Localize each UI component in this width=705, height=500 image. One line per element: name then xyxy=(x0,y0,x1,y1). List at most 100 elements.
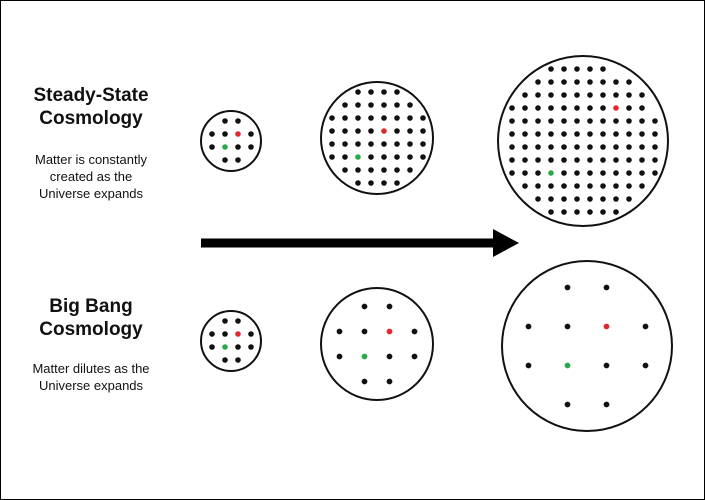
matter-dot xyxy=(368,115,374,121)
big-bang-title: Big Bang Cosmology xyxy=(39,296,143,340)
matter-dot xyxy=(235,344,241,350)
matter-dot xyxy=(535,157,541,163)
matter-dot xyxy=(613,157,619,163)
matter-dot xyxy=(222,131,228,137)
matter-dot xyxy=(509,131,515,137)
matter-dot xyxy=(522,170,528,176)
matter-dot xyxy=(639,105,645,111)
matter-dot xyxy=(386,303,393,310)
matter-dot xyxy=(342,167,348,173)
matter-dot xyxy=(355,102,361,108)
matter-dot xyxy=(639,157,645,163)
green-marker-dot xyxy=(548,170,554,176)
green-marker-dot xyxy=(222,144,228,150)
matter-dot xyxy=(600,209,606,215)
matter-dot xyxy=(574,209,580,215)
matter-dot xyxy=(587,157,593,163)
matter-dot xyxy=(386,353,393,360)
matter-dot xyxy=(355,89,361,95)
matter-dot xyxy=(361,303,368,310)
matter-dot xyxy=(652,131,658,137)
matter-dot xyxy=(587,144,593,150)
matter-dot xyxy=(368,128,374,134)
matter-dot xyxy=(329,128,335,134)
matter-dot xyxy=(407,154,413,160)
matter-dot xyxy=(407,115,413,121)
matter-dot xyxy=(368,154,374,160)
red-marker-dot xyxy=(235,331,241,337)
matter-dot xyxy=(235,157,241,163)
universe-circle-bb-small xyxy=(200,310,262,372)
universe-circle-ss-medium xyxy=(320,81,434,195)
matter-dot xyxy=(420,128,426,134)
matter-dot xyxy=(535,144,541,150)
matter-dot xyxy=(603,284,610,291)
matter-dot xyxy=(613,183,619,189)
green-marker-dot xyxy=(222,344,228,350)
matter-dot xyxy=(574,144,580,150)
matter-dot xyxy=(381,102,387,108)
red-marker-dot xyxy=(603,323,610,330)
matter-dot xyxy=(394,167,400,173)
matter-dot xyxy=(652,118,658,124)
matter-dot xyxy=(355,141,361,147)
matter-dot xyxy=(613,170,619,176)
matter-dot xyxy=(587,66,593,72)
matter-dot xyxy=(626,118,632,124)
matter-dot xyxy=(342,141,348,147)
matter-dot xyxy=(561,144,567,150)
matter-dot xyxy=(394,115,400,121)
matter-dot xyxy=(574,79,580,85)
matter-dot xyxy=(368,167,374,173)
matter-dot xyxy=(626,170,632,176)
matter-dot xyxy=(535,105,541,111)
matter-dot xyxy=(600,105,606,111)
red-marker-dot xyxy=(381,128,387,134)
matter-dot xyxy=(381,141,387,147)
green-marker-dot xyxy=(564,362,571,369)
matter-dot xyxy=(639,131,645,137)
matter-dot xyxy=(525,323,532,330)
green-marker-dot xyxy=(361,353,368,360)
matter-dot xyxy=(600,118,606,124)
matter-dot xyxy=(587,92,593,98)
matter-dot xyxy=(525,362,532,369)
matter-dot xyxy=(574,105,580,111)
matter-dot xyxy=(574,170,580,176)
matter-dot xyxy=(394,89,400,95)
matter-dot xyxy=(626,196,632,202)
matter-dot xyxy=(394,180,400,186)
green-marker-dot xyxy=(355,154,361,160)
matter-dot xyxy=(368,180,374,186)
matter-dot xyxy=(561,131,567,137)
matter-dot xyxy=(222,118,228,124)
matter-dot xyxy=(248,144,254,150)
matter-dot xyxy=(548,92,554,98)
matter-dot xyxy=(561,196,567,202)
matter-dot xyxy=(561,92,567,98)
matter-dot xyxy=(248,344,254,350)
matter-dot xyxy=(522,118,528,124)
expansion-arrow-head-icon xyxy=(493,229,519,257)
matter-dot xyxy=(642,362,649,369)
matter-dot xyxy=(613,79,619,85)
matter-dot xyxy=(509,144,515,150)
matter-dot xyxy=(548,118,554,124)
matter-dot xyxy=(355,115,361,121)
matter-dot xyxy=(574,118,580,124)
matter-dot xyxy=(342,128,348,134)
matter-dot xyxy=(535,92,541,98)
matter-dot xyxy=(600,170,606,176)
matter-dot xyxy=(342,154,348,160)
matter-dot xyxy=(574,92,580,98)
matter-dot xyxy=(574,157,580,163)
matter-dot xyxy=(613,131,619,137)
matter-dot xyxy=(509,118,515,124)
matter-dot xyxy=(522,92,528,98)
matter-dot xyxy=(587,118,593,124)
matter-dot xyxy=(639,183,645,189)
matter-dot xyxy=(235,318,241,324)
matter-dot xyxy=(587,170,593,176)
matter-dot xyxy=(329,115,335,121)
big-bang-description: Matter dilutes as the Universe expands xyxy=(32,361,150,393)
